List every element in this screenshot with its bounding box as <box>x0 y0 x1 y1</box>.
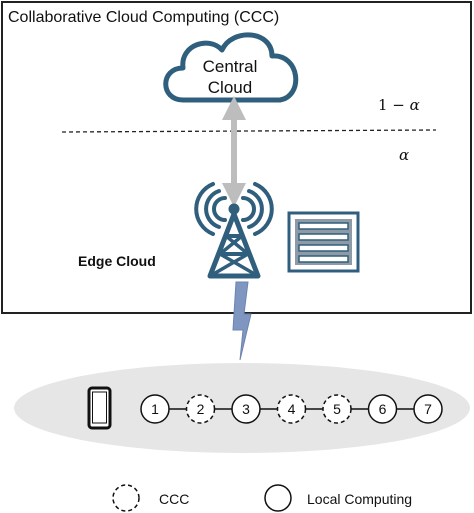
cell-tower-icon <box>194 182 274 279</box>
ratio-cloud-prefix: 1 − <box>378 96 410 114</box>
local-node-circle <box>367 394 398 424</box>
wireless-link-icon <box>232 281 252 361</box>
legend: CCC Local Computing <box>112 484 412 512</box>
central-cloud-icon: Central Cloud <box>163 32 299 103</box>
legend-local-swatch <box>264 484 292 512</box>
task-node-label: 4 <box>288 401 296 417</box>
task-node-2: 2 <box>185 394 216 424</box>
legend-ccc-label: CCC <box>159 491 189 507</box>
edge-cloud-label: Edge Cloud <box>78 253 156 269</box>
ccc-node-circle <box>322 394 352 424</box>
task-node-label: 6 <box>379 401 387 417</box>
server-rack-icon <box>287 211 360 273</box>
central-cloud-label-line1: Central <box>203 57 258 76</box>
task-node-label: 3 <box>242 401 250 417</box>
ratio-cloud-label: 1 − α <box>378 96 420 114</box>
task-node-5: 5 <box>322 394 352 424</box>
local-node-circle <box>413 394 443 424</box>
ratio-edge-label: α <box>399 146 409 164</box>
task-node-label: 7 <box>424 401 432 417</box>
central-cloud-label-line2: Cloud <box>208 78 252 97</box>
cloud-edge-divider <box>61 129 437 133</box>
task-node-label: 2 <box>197 401 205 417</box>
local-node-circle <box>231 394 261 424</box>
legend-ccc-swatch <box>112 484 140 512</box>
legend-local-label: Local Computing <box>307 491 412 507</box>
task-nodes: 1 2 3 4 5 6 7 <box>140 394 443 424</box>
task-node-label: 5 <box>333 401 341 417</box>
smartphone-icon <box>87 386 112 430</box>
ccc-node-circle <box>185 394 216 424</box>
task-node-label: 1 <box>151 401 159 417</box>
task-node-1: 1 <box>140 394 170 424</box>
task-node-6: 6 <box>367 394 398 424</box>
ccc-node-circle <box>276 394 307 424</box>
task-node-7: 7 <box>413 394 443 424</box>
ratio-cloud-alpha: α <box>410 96 420 114</box>
ccc-title: Collaborative Cloud Computing (CCC) <box>8 9 279 26</box>
local-node-circle <box>140 394 170 424</box>
task-node-3: 3 <box>231 394 261 424</box>
task-node-4: 4 <box>276 394 307 424</box>
